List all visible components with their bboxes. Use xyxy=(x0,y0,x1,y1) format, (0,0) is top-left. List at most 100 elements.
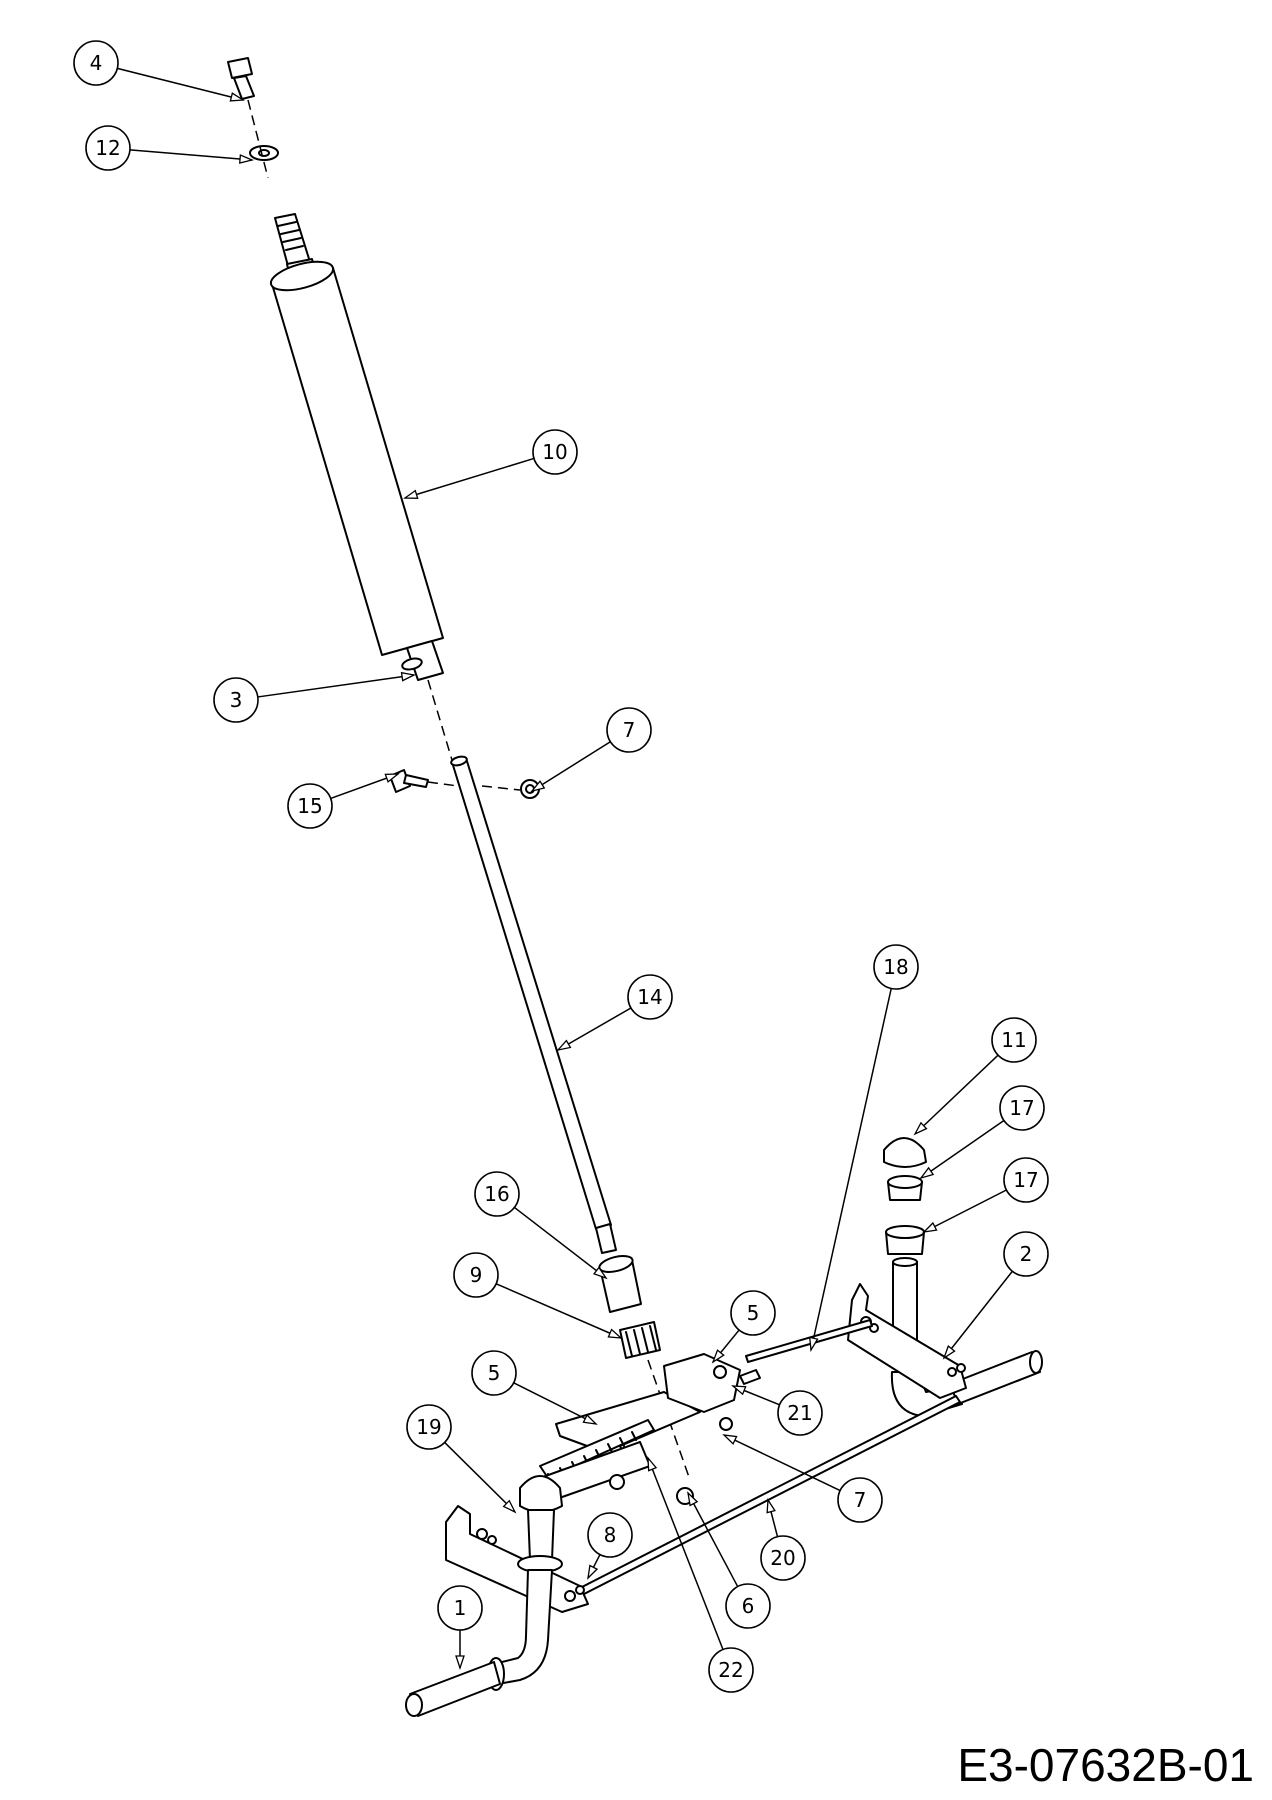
callout-number: 8 xyxy=(604,1523,617,1547)
leader-arrowhead xyxy=(919,1166,935,1180)
callout-number: 18 xyxy=(883,955,908,979)
callout-number: 10 xyxy=(542,440,567,464)
callout-number: 16 xyxy=(484,1182,509,1206)
leader-line xyxy=(513,1382,597,1425)
leader-arrowhead xyxy=(607,1328,623,1339)
callout-bubble xyxy=(287,783,333,829)
leader-arrowhead xyxy=(384,773,400,783)
callout-14: 14 xyxy=(556,974,673,1052)
cap-part xyxy=(883,1137,927,1168)
callout-bubble xyxy=(999,1085,1045,1131)
callout-number: 5 xyxy=(488,1361,501,1385)
leader-line xyxy=(723,1434,841,1492)
callout-number: 1 xyxy=(454,1596,467,1620)
callout-5: 5 xyxy=(711,1290,776,1364)
bushing-part xyxy=(598,1255,642,1313)
callout-22: 22 xyxy=(647,1456,754,1693)
leader-line xyxy=(687,1492,739,1587)
lower-shaft-part xyxy=(450,755,617,1254)
callout-bubble xyxy=(837,1477,883,1523)
leader-line xyxy=(914,1054,999,1135)
leader-arrowhead xyxy=(455,1655,465,1671)
callout-bubble xyxy=(406,1404,452,1450)
callout-5: 5 xyxy=(471,1350,598,1425)
callout-bubble xyxy=(991,1017,1037,1063)
callout-8: 8 xyxy=(587,1512,633,1580)
leader-arrowhead xyxy=(766,1498,776,1514)
washer-part xyxy=(249,145,279,161)
callout-number: 12 xyxy=(95,136,120,160)
spindle-right-part xyxy=(890,1257,1043,1417)
callout-bubble xyxy=(730,1290,776,1336)
leader-line xyxy=(495,1283,622,1339)
leader-line xyxy=(257,674,415,698)
callout-bubble xyxy=(725,1583,771,1629)
callout-number: 7 xyxy=(854,1488,867,1512)
leader-arrowhead xyxy=(587,1564,599,1580)
pin-part xyxy=(389,769,429,793)
leader-arrowhead xyxy=(582,1413,598,1425)
callout-number: 14 xyxy=(637,985,662,1009)
callout-number: 19 xyxy=(416,1415,441,1439)
leader-arrowhead xyxy=(913,1121,928,1136)
callout-2: 2 xyxy=(942,1231,1049,1360)
leader-line xyxy=(647,1457,724,1650)
callout-bubble xyxy=(1003,1231,1049,1277)
callout-bubble xyxy=(606,707,652,753)
callout-bubble xyxy=(471,1350,517,1396)
steering-arm-left-part xyxy=(445,1505,589,1613)
bolt-part xyxy=(227,57,255,100)
leader-arrowhead xyxy=(731,1385,747,1396)
leader-arrowhead xyxy=(502,1499,517,1514)
leader-line xyxy=(943,1270,1013,1359)
support-bracket-part xyxy=(663,1353,761,1413)
leader-line xyxy=(444,1441,516,1513)
leader-arrowhead xyxy=(556,1039,572,1052)
callout-number: 6 xyxy=(742,1594,755,1618)
leader-arrowhead xyxy=(808,1336,819,1353)
callout-12: 12 xyxy=(85,125,255,171)
callout-6: 6 xyxy=(687,1491,771,1629)
callout-16: 16 xyxy=(474,1171,608,1280)
leader-arrowhead xyxy=(403,489,419,499)
callout-19: 19 xyxy=(406,1404,517,1514)
bushing-upper-part xyxy=(887,1175,923,1201)
steering-shaft-tube-part xyxy=(269,260,444,681)
callout-number: 22 xyxy=(718,1658,743,1682)
callout-number: 15 xyxy=(297,794,322,818)
callout-bubble xyxy=(474,1171,520,1217)
callout-7: 7 xyxy=(722,1434,883,1523)
callout-bubble xyxy=(627,974,673,1020)
callout-bubble xyxy=(85,125,131,171)
drawing-code: E3-07632B-01 xyxy=(957,1739,1254,1791)
callout-number: 7 xyxy=(623,718,636,742)
bushing-lower-part xyxy=(885,1225,925,1255)
leader-line xyxy=(129,149,253,161)
tie-rod-part xyxy=(745,1319,873,1363)
callout-bubble xyxy=(437,1585,483,1631)
callout-number: 9 xyxy=(470,1263,483,1287)
callout-number: 20 xyxy=(770,1546,795,1570)
callout-11: 11 xyxy=(913,1017,1037,1136)
leader-arrowhead xyxy=(530,780,546,793)
leader-line xyxy=(513,1206,607,1279)
callout-bubble xyxy=(213,677,259,723)
leader-line xyxy=(531,741,611,792)
callout-1: 1 xyxy=(437,1585,483,1671)
callout-number: 21 xyxy=(787,1401,812,1425)
callout-bubble xyxy=(777,1390,823,1436)
callout-bubble xyxy=(73,40,119,86)
leader-arrowhead xyxy=(711,1349,725,1364)
callout-9: 9 xyxy=(453,1252,623,1339)
callout-number: 17 xyxy=(1013,1168,1038,1192)
leader-arrowhead xyxy=(647,1456,658,1472)
leader-line xyxy=(920,1119,1005,1179)
callout-bubble xyxy=(1003,1157,1049,1203)
callout-21: 21 xyxy=(731,1385,823,1436)
callout-bubble xyxy=(708,1647,754,1693)
leader-line xyxy=(557,1007,632,1051)
callout-17: 17 xyxy=(922,1157,1049,1233)
spindle-left-part xyxy=(405,1569,553,1717)
leader-arrowhead xyxy=(592,1266,608,1280)
